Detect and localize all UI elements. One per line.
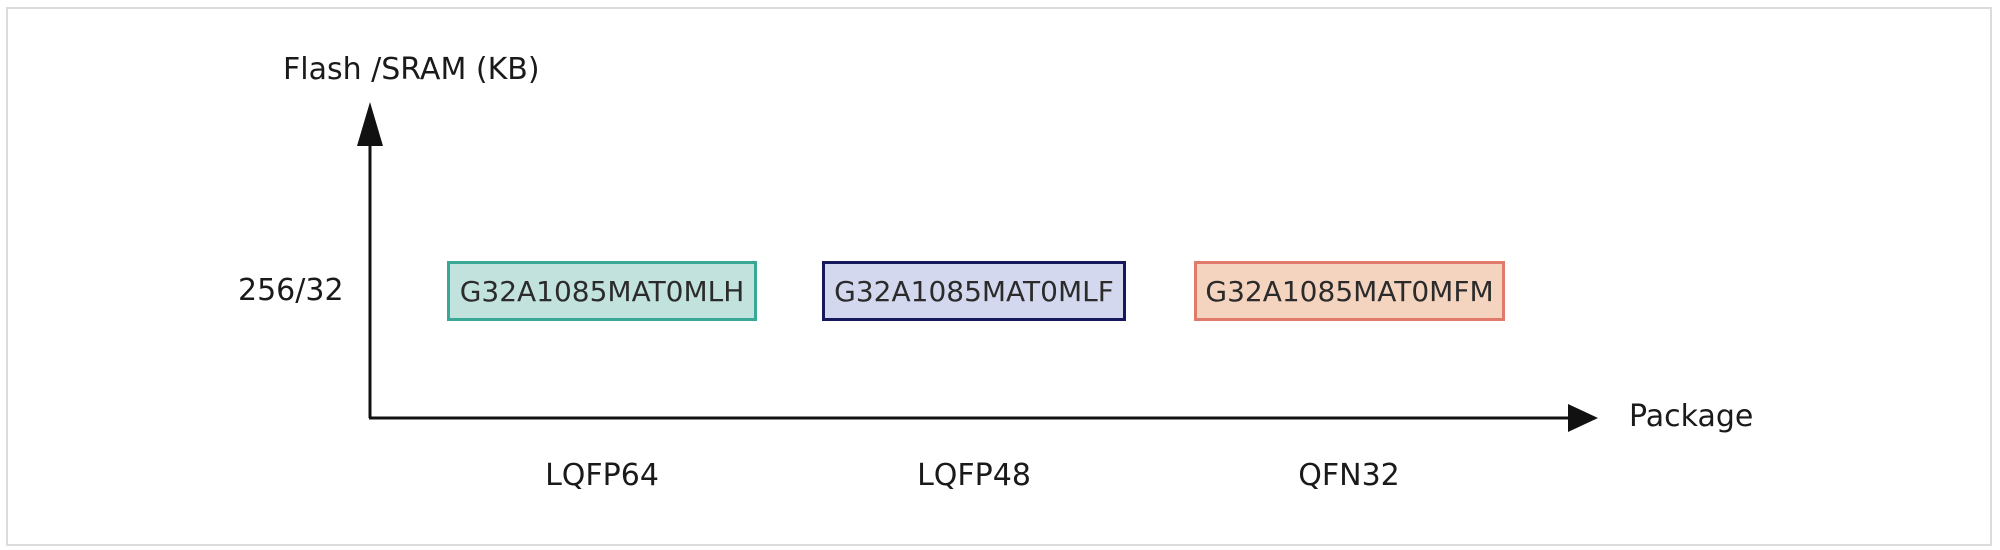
y-axis-title: Flash /SRAM (KB) [283, 52, 540, 87]
x-tick-label-lqfp64: LQFP64 [545, 458, 659, 493]
x-tick-label-lqfp48: LQFP48 [917, 458, 1031, 493]
x-axis-arrow-icon [1568, 404, 1598, 432]
diagram-frame [6, 7, 1992, 546]
x-axis-title: Package [1629, 399, 1754, 434]
x-tick-label-qfn32: QFN32 [1298, 458, 1400, 493]
part-box-mlh: G32A1085MAT0MLH [447, 261, 757, 321]
y-axis-arrow-icon [357, 102, 383, 146]
part-box-mfm: G32A1085MAT0MFM [1194, 261, 1505, 321]
part-box-mlf: G32A1085MAT0MLF [822, 261, 1126, 321]
y-tick-label: 256/32 [238, 273, 344, 308]
